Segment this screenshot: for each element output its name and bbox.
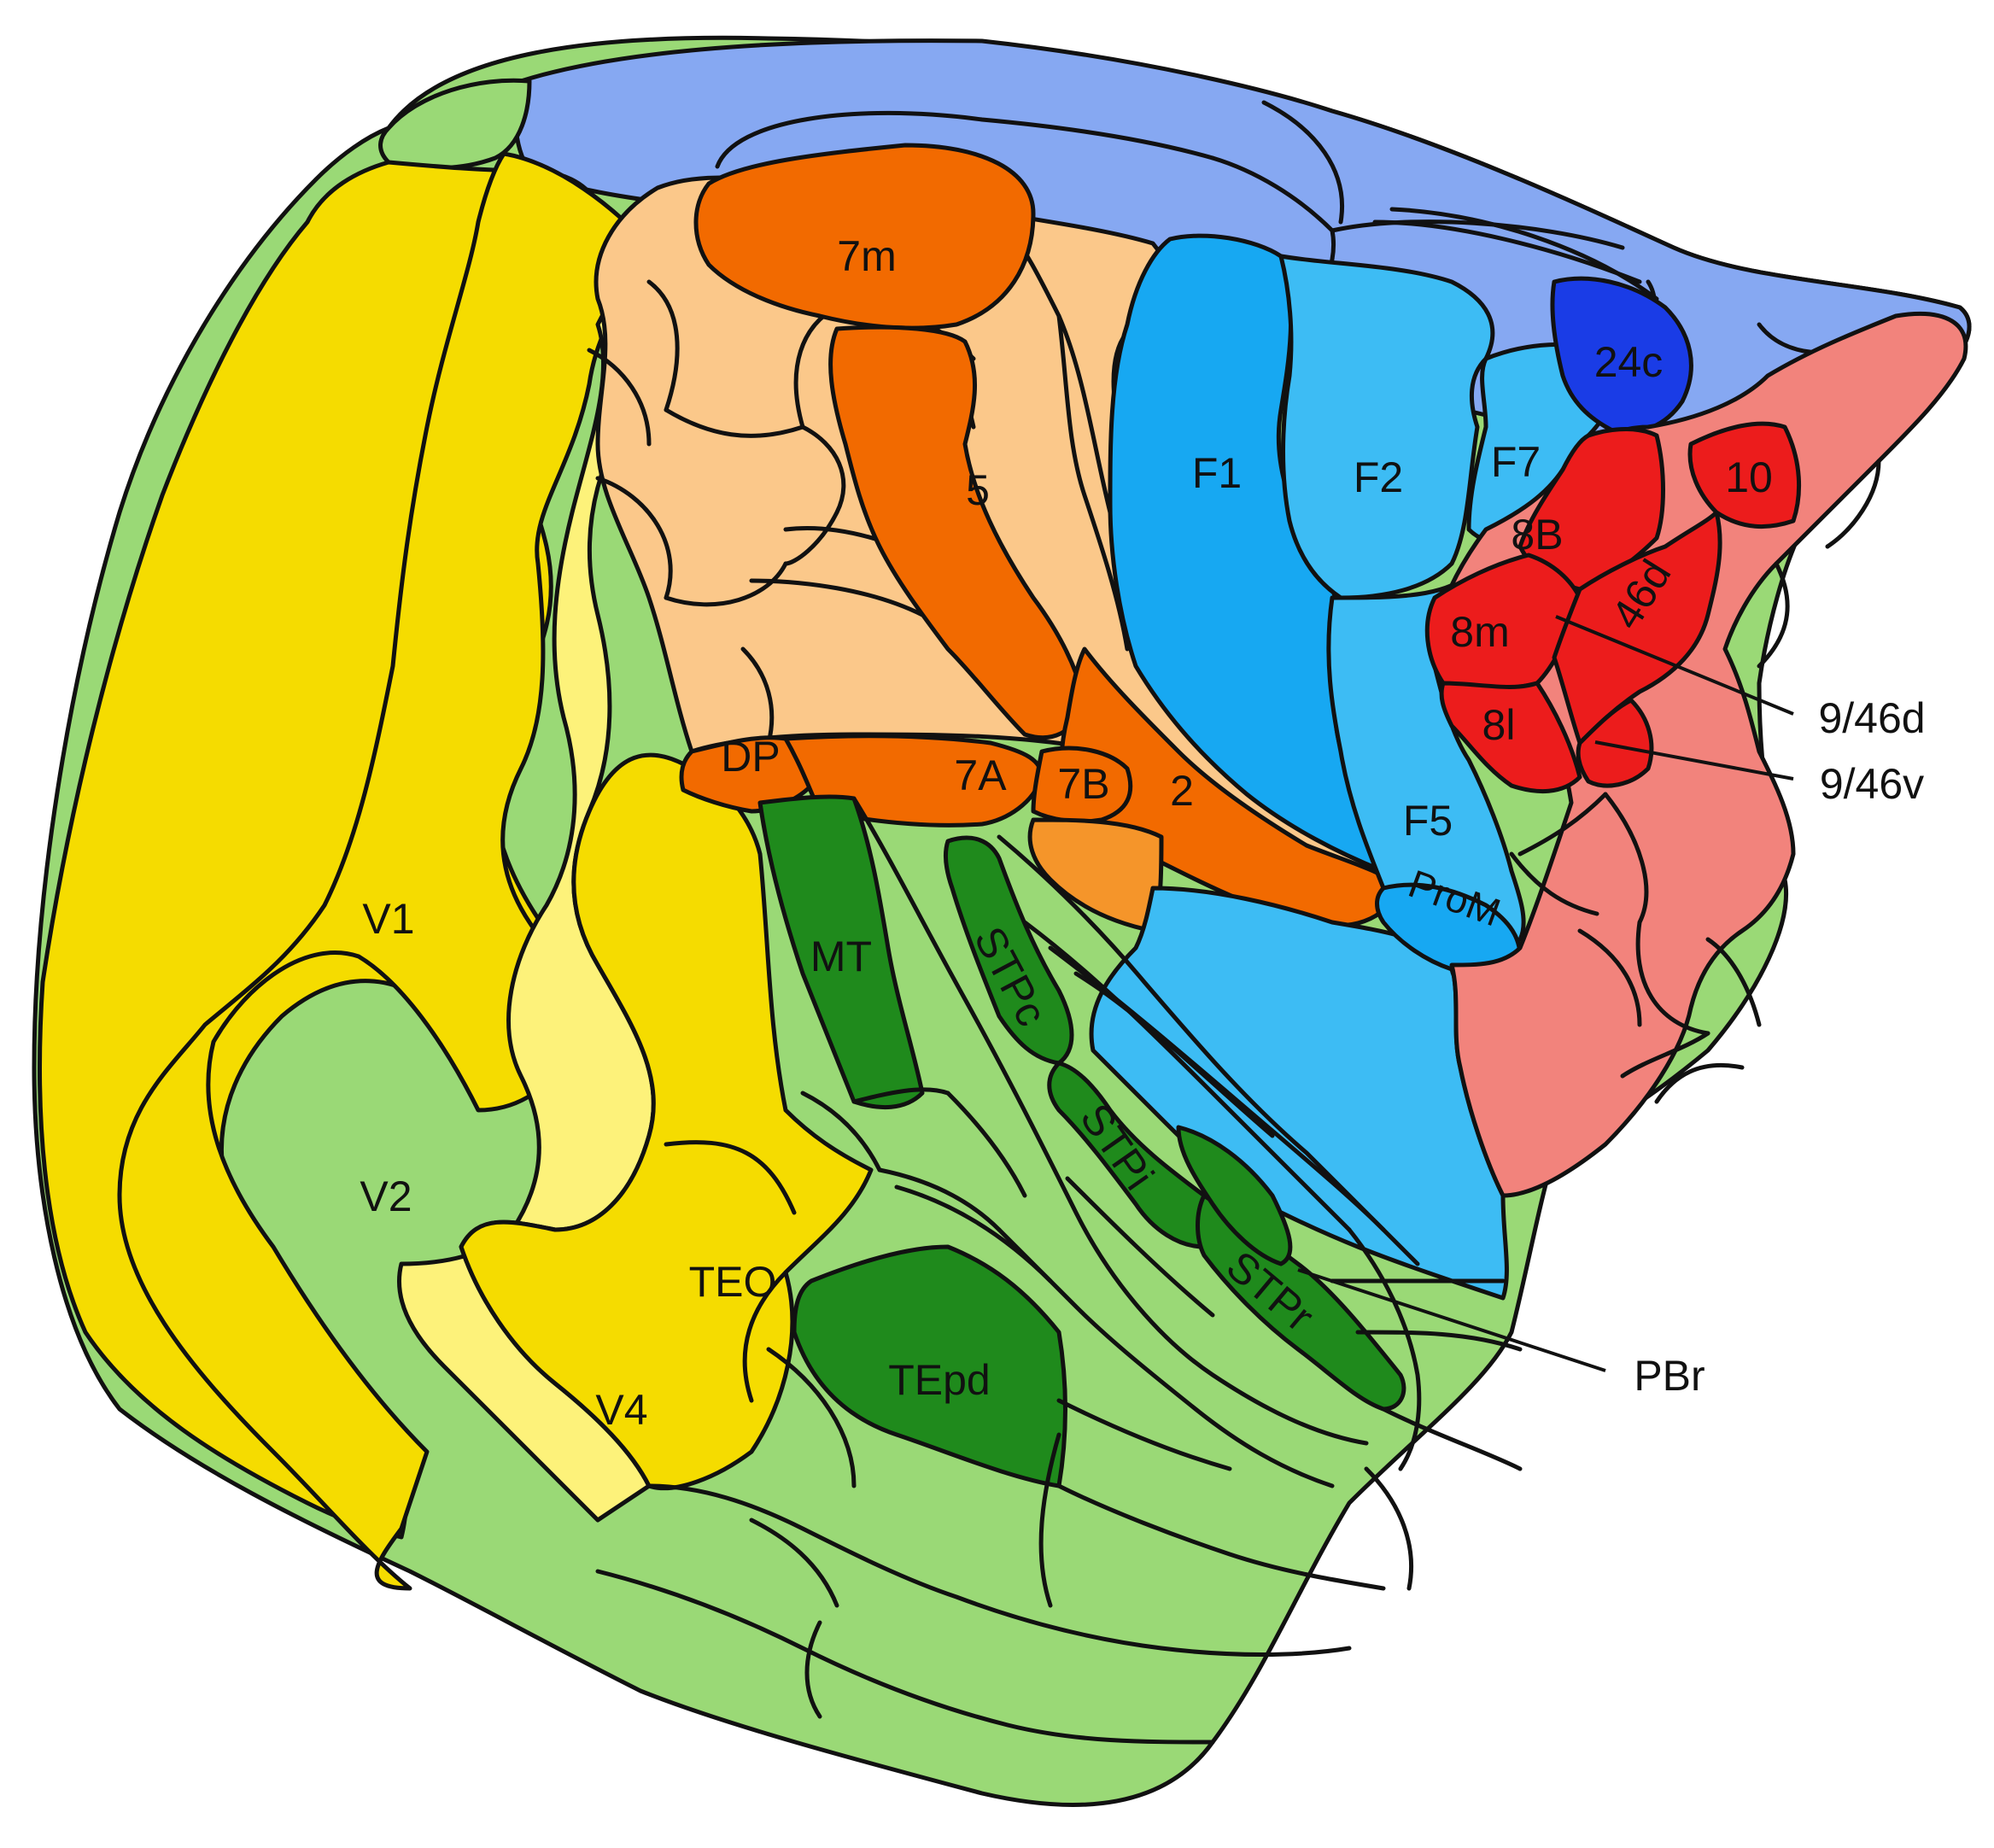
label-8l: 8l <box>1482 701 1516 749</box>
label-7a: 7A <box>954 751 1007 799</box>
label-f7: F7 <box>1491 438 1541 486</box>
label-v4: V4 <box>595 1386 647 1434</box>
callout-946d: 9/46d <box>1818 694 1925 742</box>
temporal-sub-boundary <box>1366 1469 1412 1588</box>
label-f2: F2 <box>1354 453 1403 501</box>
label-24c: 24c <box>1594 338 1664 386</box>
label-v2: V2 <box>360 1173 412 1220</box>
label-dp: DP <box>721 733 780 781</box>
label-8m: 8m <box>1450 608 1509 656</box>
label-teo: TEO <box>689 1258 777 1306</box>
label-7m: 7m <box>837 232 896 280</box>
callout-pbr: PBr <box>1634 1352 1705 1400</box>
label-f1: F1 <box>1192 449 1242 497</box>
label-2: 2 <box>1170 767 1194 815</box>
callout-946v: 9/46v <box>1820 760 1924 808</box>
label-10: 10 <box>1725 453 1773 501</box>
label-tepd: TEpd <box>888 1356 991 1404</box>
label-8b: 8B <box>1511 511 1563 558</box>
label-mt: MT <box>810 933 872 980</box>
label-f5: F5 <box>1403 797 1453 845</box>
label-v1: V1 <box>362 895 414 943</box>
label-7b: 7B <box>1057 760 1109 808</box>
label-5: 5 <box>966 466 990 514</box>
